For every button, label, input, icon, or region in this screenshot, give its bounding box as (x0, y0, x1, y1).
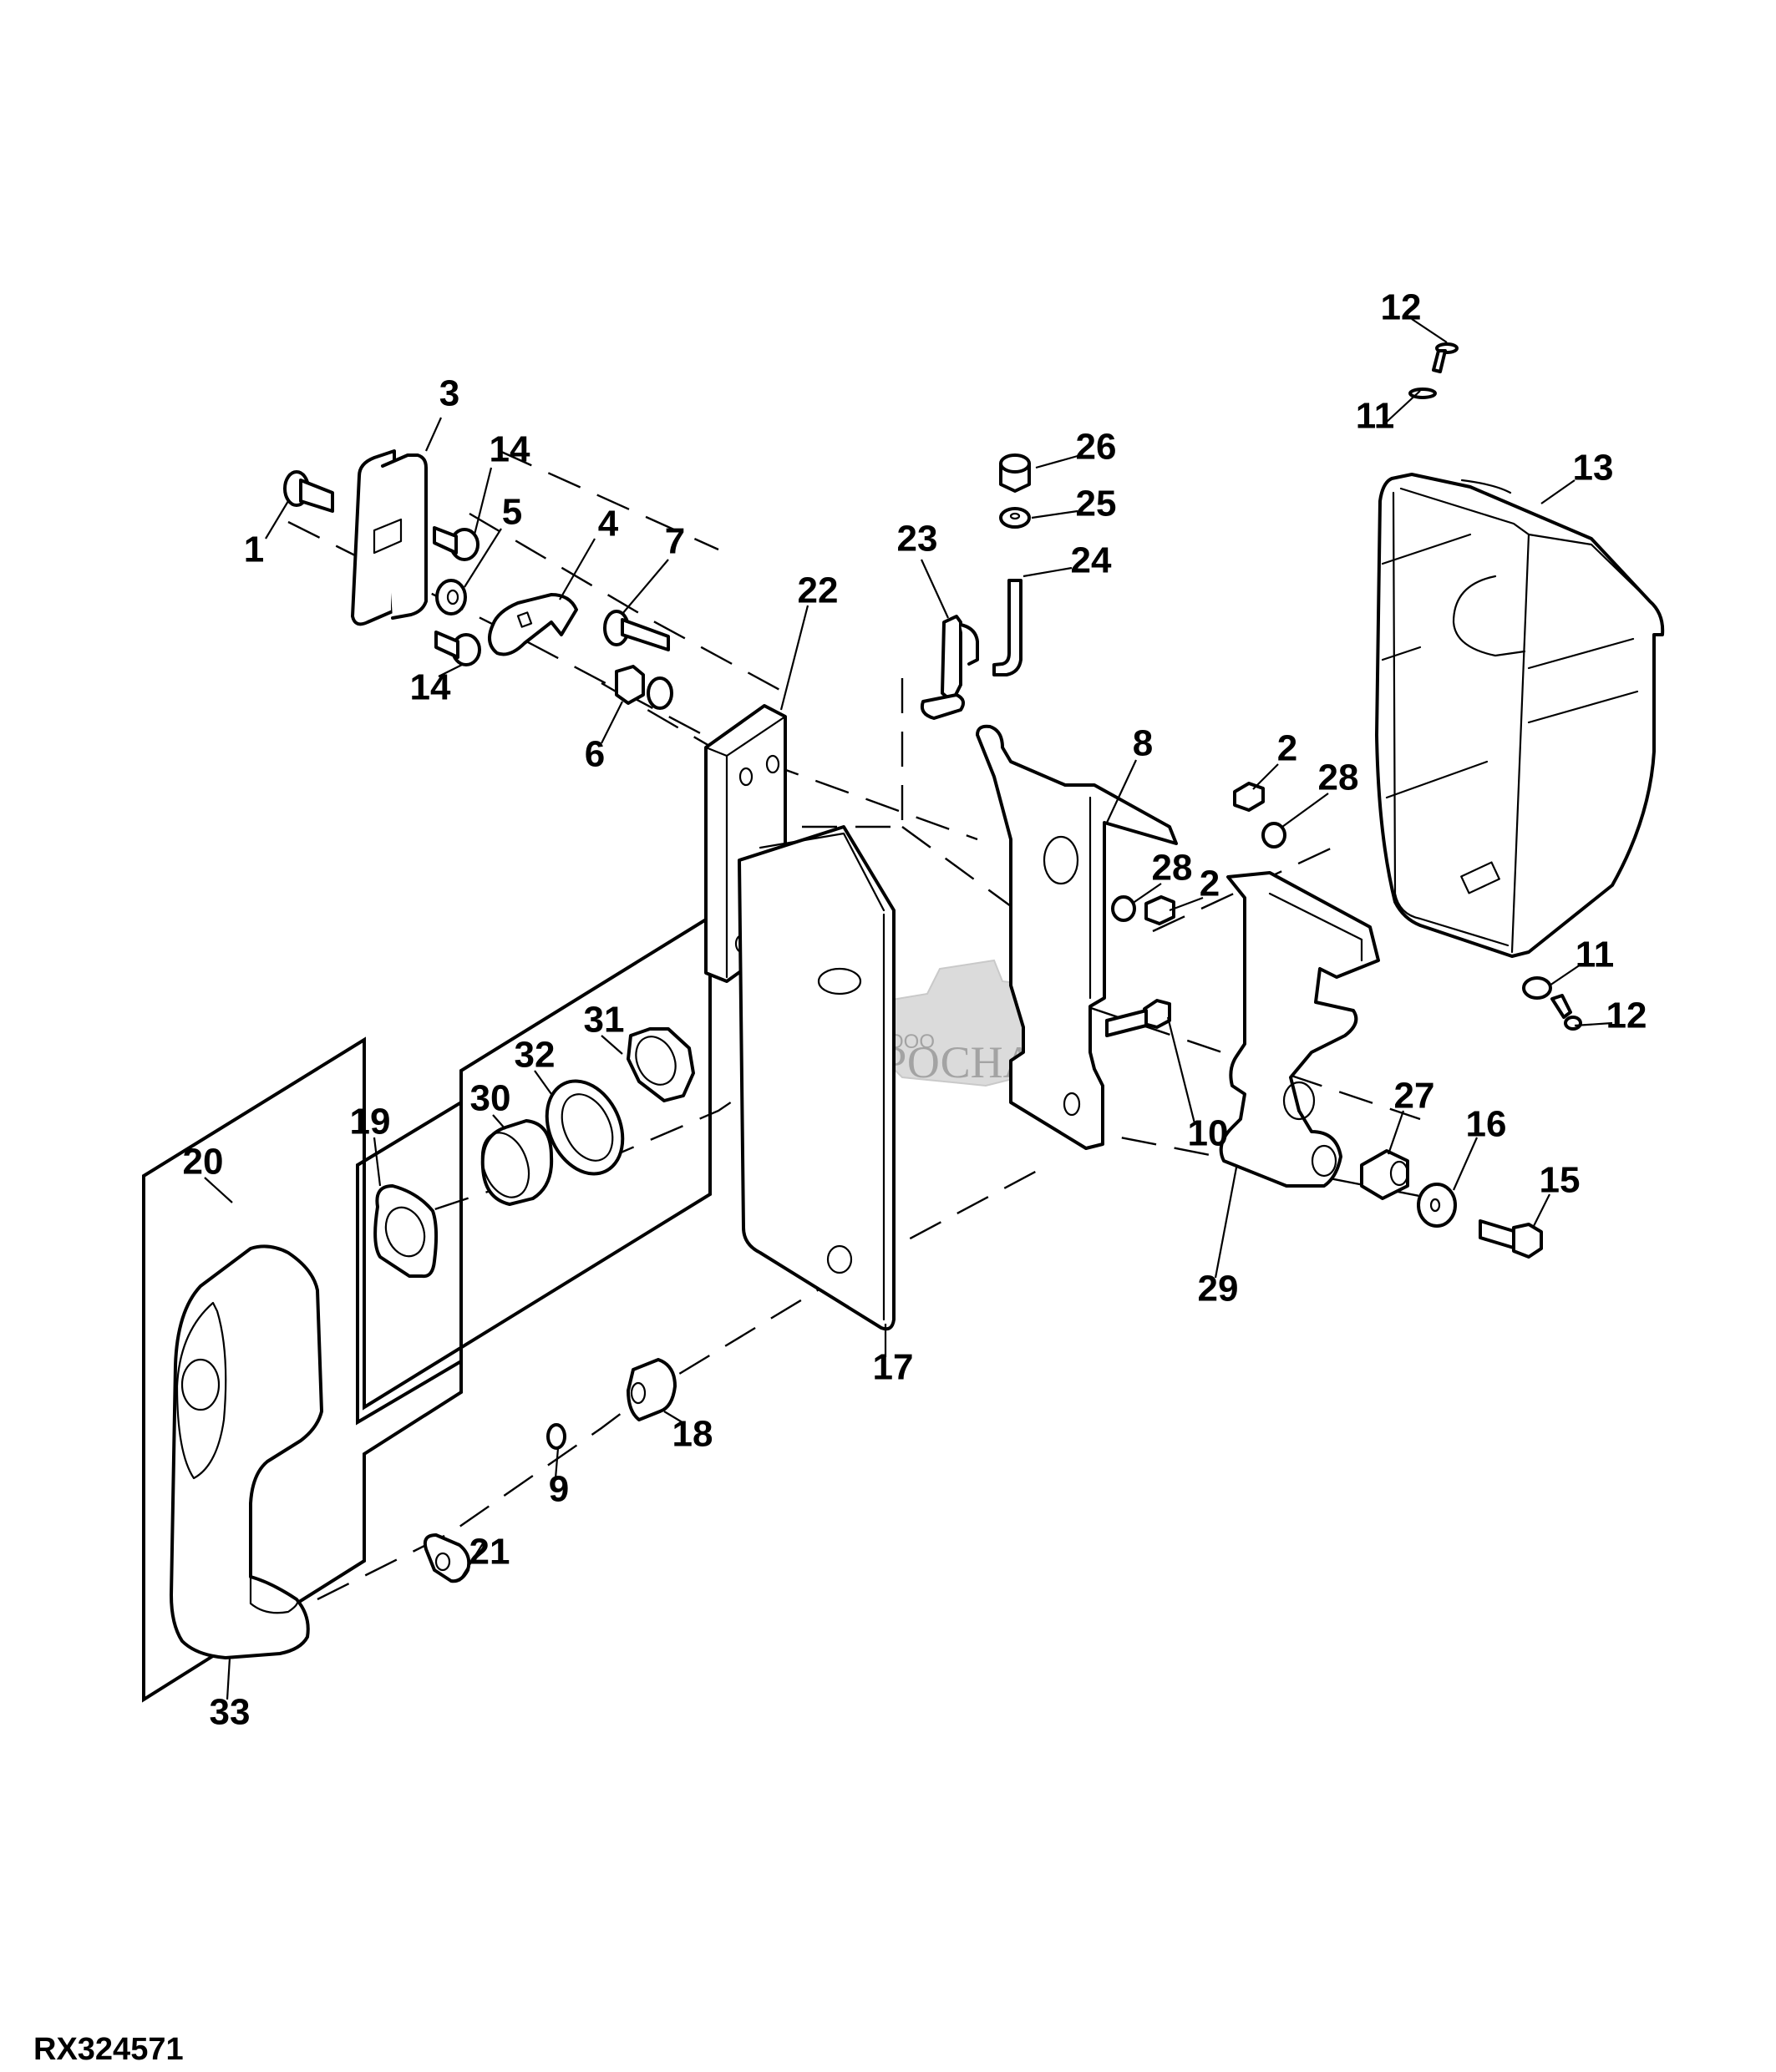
part-9-washer[interactable] (546, 1423, 566, 1450)
part-33-handle[interactable] (170, 1244, 323, 1659)
callout-6[interactable]: 6 (585, 734, 605, 775)
part-19-bezel[interactable] (373, 1184, 439, 1279)
callout-29[interactable]: 29 (1198, 1269, 1239, 1310)
callout-1[interactable]: 1 (244, 529, 264, 570)
part-28-washer-top[interactable] (1261, 822, 1286, 849)
callout-20[interactable]: 20 (183, 1142, 224, 1183)
part-28-washer-mid[interactable] (1111, 895, 1136, 922)
callout-16[interactable]: 16 (1466, 1104, 1507, 1145)
callout-5[interactable]: 5 (502, 492, 522, 533)
part-23-clip[interactable] (920, 615, 979, 720)
watermark-prefix: ООО (888, 1031, 935, 1053)
part-30-sleeve[interactable] (474, 1119, 554, 1206)
part-12-screw-bottom[interactable] (1550, 994, 1582, 1031)
part-24-rod[interactable] (992, 579, 1022, 676)
part-27-bushing[interactable] (1360, 1149, 1409, 1200)
leader-lines (204, 318, 1613, 1700)
callout-21[interactable]: 21 (469, 1532, 510, 1573)
part-13-cover[interactable] (1375, 413, 1665, 958)
part-12-screw-top[interactable] (1432, 342, 1459, 373)
part-26-nut[interactable] (999, 453, 1031, 493)
callout-32[interactable]: 32 (515, 1035, 556, 1076)
callout-28-top[interactable]: 28 (1318, 757, 1359, 798)
callout-11-bottom[interactable]: 11 (1576, 935, 1615, 975)
callout-33[interactable]: 33 (210, 1692, 251, 1733)
kit-frame-19 (356, 1099, 463, 1426)
callout-22[interactable]: 22 (798, 570, 839, 611)
callout-3[interactable]: 3 (439, 373, 459, 414)
callout-19[interactable]: 19 (350, 1102, 391, 1142)
callout-14-bottom[interactable]: 14 (410, 667, 451, 708)
callout-23[interactable]: 23 (897, 519, 938, 560)
callout-10[interactable]: 10 (1188, 1113, 1229, 1154)
callout-27[interactable]: 27 (1394, 1076, 1435, 1117)
callout-7[interactable]: 7 (665, 521, 685, 562)
callout-13[interactable]: 13 (1573, 448, 1614, 489)
callout-26[interactable]: 26 (1076, 427, 1117, 468)
callout-15[interactable]: 15 (1540, 1160, 1581, 1201)
callout-4[interactable]: 4 (598, 504, 619, 545)
callout-2-top[interactable]: 2 (1277, 728, 1297, 769)
part-25-washer[interactable] (999, 507, 1031, 529)
callout-17[interactable]: 17 (873, 1347, 914, 1388)
part-1-bolt[interactable] (283, 470, 334, 513)
part-15-bolt[interactable] (1479, 1219, 1543, 1259)
figure-id: RX324571 (33, 2032, 184, 2067)
callout-31[interactable]: 31 (584, 1000, 625, 1041)
part-8-bracket[interactable] (976, 724, 1178, 1150)
part-6-bushing-nut[interactable] (615, 665, 673, 710)
callout-24[interactable]: 24 (1071, 540, 1112, 581)
callout-18[interactable]: 18 (672, 1414, 713, 1455)
callout-14-top[interactable]: 14 (490, 429, 530, 470)
callout-12-top[interactable]: 12 (1381, 287, 1422, 328)
part-16-washer[interactable] (1417, 1183, 1457, 1228)
callout-2-mid[interactable]: 2 (1200, 864, 1220, 904)
callout-9[interactable]: 9 (549, 1469, 569, 1510)
part-32-gasket[interactable] (532, 1069, 637, 1187)
callout-25[interactable]: 25 (1076, 484, 1117, 524)
callout-labels: 12 11 13 26 25 24 23 3 14 1 5 4 7 22 14 … (183, 287, 1647, 1733)
part-7-bolt[interactable] (603, 610, 670, 651)
part-2-nut-top[interactable] (1233, 782, 1265, 812)
part-14-screw-top[interactable] (433, 526, 480, 561)
part-29-inner-handle[interactable] (1219, 871, 1380, 1188)
callout-8[interactable]: 8 (1133, 723, 1153, 764)
callout-12-bottom[interactable]: 12 (1606, 995, 1647, 1036)
part-17-plate[interactable] (738, 825, 896, 1331)
part-21-grommet[interactable] (423, 1533, 471, 1583)
part-31-hex-nut[interactable] (627, 1027, 695, 1102)
callout-30[interactable]: 30 (470, 1078, 511, 1119)
part-5-washer[interactable] (435, 579, 467, 616)
part-11-washer-bottom[interactable] (1522, 976, 1552, 1000)
part-3-striker-plate[interactable] (351, 449, 428, 626)
part-18-spacer[interactable] (627, 1358, 677, 1421)
callout-11-top[interactable]: 11 (1356, 396, 1395, 437)
part-2-nut-mid[interactable] (1144, 895, 1175, 925)
callout-28-mid[interactable]: 28 (1152, 848, 1193, 889)
part-14-screw-bottom[interactable] (434, 631, 481, 666)
part-4-clip[interactable] (488, 593, 578, 656)
